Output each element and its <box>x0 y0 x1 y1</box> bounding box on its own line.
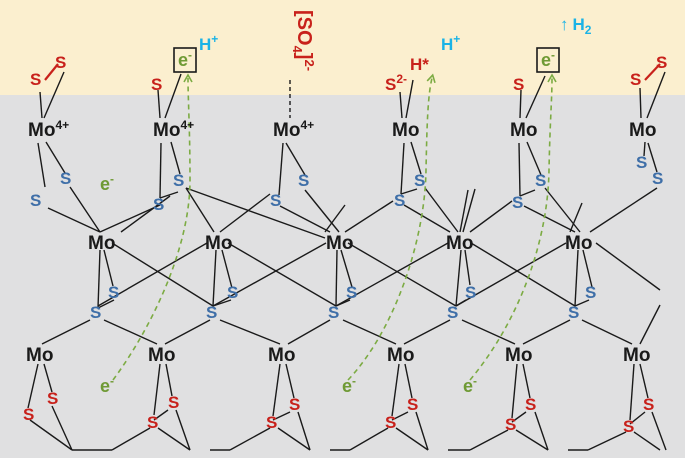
s-atom: S <box>153 195 164 214</box>
s-atom-bottom: S <box>23 405 34 424</box>
mo-atom-mid: Mo <box>205 233 232 254</box>
mo-atom-top-4: Mo <box>392 120 419 141</box>
mo-atom-mid: Mo <box>565 233 592 254</box>
s-atom-bottom: S <box>643 395 654 414</box>
surface-s-4: S <box>513 75 524 94</box>
lattice-bonds <box>27 141 667 451</box>
mo-atom-top-5: Mo <box>510 120 537 141</box>
mo-atom-bottom: Mo <box>26 345 53 366</box>
s-atom: S <box>535 171 546 190</box>
boxed-electron-icon <box>536 47 560 73</box>
mo-atom-bottom: Mo <box>268 345 295 366</box>
bulk-region <box>0 95 685 458</box>
mo4-atom-3: Mo4+ <box>273 118 314 141</box>
s-atom: S <box>298 171 309 190</box>
s-atom: S <box>328 303 339 322</box>
s-atom-bottom: S <box>168 393 179 412</box>
proton-label-1: H+ <box>199 32 218 54</box>
adsorbed-h-star: H* <box>410 55 429 74</box>
s-atom: S <box>270 191 281 210</box>
boxed-electron-1: e- <box>178 48 192 70</box>
electron-label: e- <box>100 374 114 396</box>
s-atom-bottom: S <box>505 415 516 434</box>
s-atom-bottom: S <box>289 395 300 414</box>
mo-atom-bottom: Mo <box>623 345 650 366</box>
mo-atom-mid: Mo <box>88 233 115 254</box>
s-atom: S <box>447 303 458 322</box>
mo4-atom-2: Mo4+ <box>153 118 194 141</box>
s-atom: S <box>465 283 476 302</box>
electron-label: e- <box>463 374 477 396</box>
mo4-atom-1: Mo4+ <box>28 118 69 141</box>
surface-s-5b: S <box>656 53 667 72</box>
s-atom: S <box>346 283 357 302</box>
s-atom: S <box>90 303 101 322</box>
s-atom: S <box>636 153 647 172</box>
surface-bonds <box>39 71 666 119</box>
s-atom-bottom: S <box>385 413 396 432</box>
s-atom-bottom: S <box>147 413 158 432</box>
s-atom: S <box>568 303 579 322</box>
s2-bond-left <box>44 63 59 81</box>
proton-label-2: H+ <box>441 32 460 54</box>
s-atom: S <box>30 191 41 210</box>
s-atom-bottom: S <box>623 417 634 436</box>
s-atom-bottom: S <box>407 395 418 414</box>
s-atom: S <box>414 171 425 190</box>
mo-atom-bottom: Mo <box>505 345 532 366</box>
electron-label: e- <box>342 374 356 396</box>
s-atom: S <box>108 283 119 302</box>
h2-evolution-label: ↑H2 <box>560 15 592 37</box>
surface-s-2: S <box>151 75 162 94</box>
mo-atom-bottom: Mo <box>148 345 175 366</box>
surface-s-1a: S <box>30 70 41 89</box>
s-atom: S <box>227 283 238 302</box>
s-atom: S <box>60 169 71 188</box>
mo-atom-bottom: Mo <box>387 345 414 366</box>
s2-bond-right <box>644 63 661 81</box>
s-atom: S <box>173 171 184 190</box>
surface-s-1b: S <box>55 53 66 72</box>
surface-s2-minus: S2- <box>385 72 407 94</box>
s-atom: S <box>585 283 596 302</box>
s-atom-bottom: S <box>525 395 536 414</box>
surface-s-5a: S <box>630 70 641 89</box>
s-atom: S <box>512 193 523 212</box>
electron-label: e- <box>100 172 114 194</box>
surface-band <box>0 0 685 95</box>
s-atom-bottom: S <box>47 389 58 408</box>
mo-atom-top-6: Mo <box>629 120 656 141</box>
mo-atom-mid: Mo <box>446 233 473 254</box>
s-atom: S <box>394 191 405 210</box>
boxed-electron-2: e- <box>541 48 555 70</box>
boxed-electron-icon <box>173 47 197 73</box>
s-atom: S <box>206 303 217 322</box>
s-atom-bottom: S <box>266 413 277 432</box>
s-atom: S <box>652 169 663 188</box>
mo-atom-mid: Mo <box>326 233 353 254</box>
electron-pathway-dashed-arrow <box>112 73 557 381</box>
sulfate-label: [SO4]2- <box>290 10 317 71</box>
